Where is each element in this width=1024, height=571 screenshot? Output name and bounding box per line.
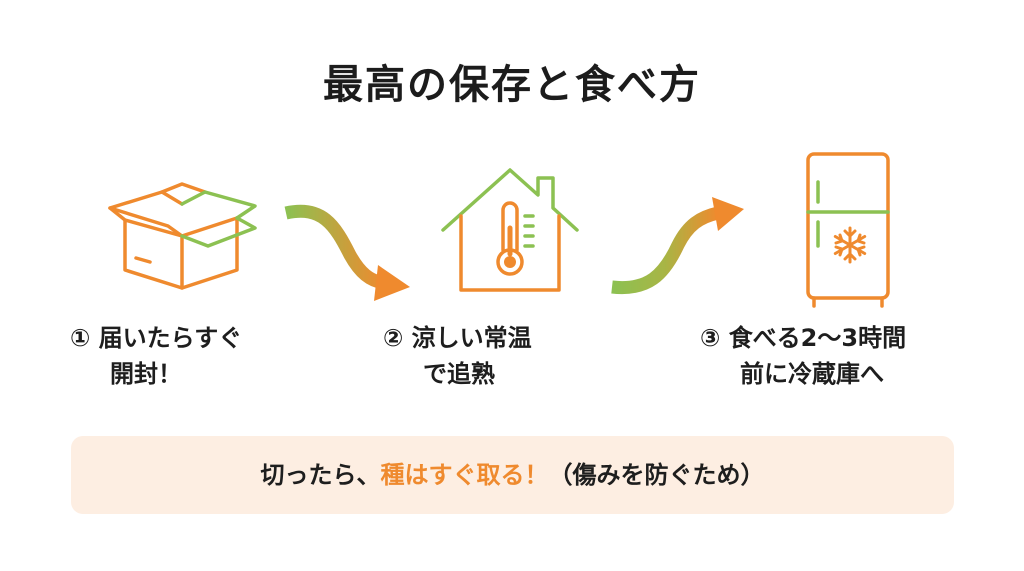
- step-2-number: ②: [383, 324, 404, 352]
- step-1-number: ①: [70, 324, 91, 352]
- refrigerator-snowflake-icon: [806, 152, 890, 308]
- step-3-text-line2: 前に冷蔵庫へ: [740, 360, 884, 388]
- page-title: 最高の保存と食べ方: [323, 61, 701, 108]
- step-1-text-line2: 開封！: [110, 360, 182, 388]
- note-text-highlight: 種はすぐ取る！: [380, 461, 549, 489]
- tip-note-box: 切ったら、種はすぐ取る！（傷みを防ぐため）: [71, 436, 954, 514]
- step-1-text-line1: 届いたらすぐ: [98, 324, 243, 352]
- note-text-after: （傷みを防ぐため）: [548, 461, 765, 489]
- flow-arrow-2: [611, 197, 744, 295]
- flow-arrow-1: [284, 204, 410, 301]
- step-2-text-line2: で追熟: [423, 360, 495, 388]
- step-2-label: ② 涼しい常温 で追熟: [383, 320, 532, 392]
- step-3-number: ③: [700, 324, 721, 352]
- house-thermometer-icon: [441, 168, 579, 292]
- step-3-text-line1: 食べる2〜3時間: [728, 324, 907, 352]
- open-box-icon: [108, 182, 257, 290]
- step-1-label: ① 届いたらすぐ 開封！: [70, 320, 242, 392]
- step-3-label: ③ 食べる2〜3時間 前に冷蔵庫へ: [700, 320, 906, 392]
- step-2-text-line1: 涼しい常温: [411, 324, 532, 352]
- note-text-before: 切ったら、: [260, 461, 381, 489]
